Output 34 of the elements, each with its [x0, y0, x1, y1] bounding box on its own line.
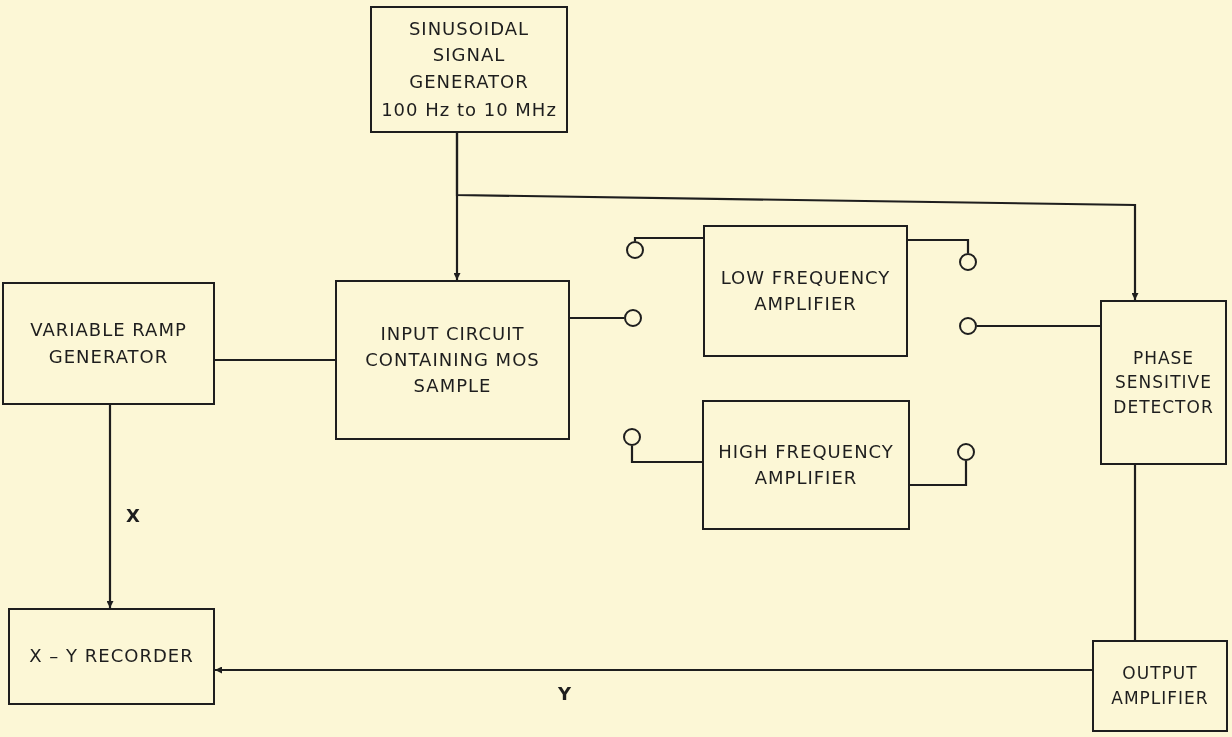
frequency-range: 100 Hz to 10 MHz [381, 97, 557, 122]
block-title: VARIABLE RAMP GENERATOR [29, 318, 188, 369]
connector-line [1133, 465, 1137, 640]
arrow [455, 133, 1139, 300]
connector-line [630, 446, 702, 464]
switch-terminal [957, 443, 975, 461]
block-title: INPUT CIRCUIT CONTAINING MOS SAMPLE [364, 321, 541, 399]
ramp-generator-box [2, 282, 215, 405]
connector-line [908, 238, 970, 253]
amplifier-box [702, 400, 910, 530]
block-title: OUTPUT AMPLIFIER [1110, 662, 1210, 710]
switch-terminal [959, 317, 977, 335]
connector-line [570, 316, 624, 320]
arrow [106, 405, 114, 608]
arrow [215, 666, 1092, 674]
switch-terminal [623, 428, 641, 446]
switch-terminal [624, 309, 642, 327]
block-title: PHASE SENSITIVE DETECTOR [1112, 346, 1215, 419]
switch-terminal [626, 241, 644, 259]
detector-box [1100, 300, 1227, 465]
recorder-box [8, 608, 215, 705]
block-title: SINUSOIDAL SIGNAL GENERATOR [407, 17, 531, 94]
connector-line [977, 324, 1100, 328]
connector-line [910, 461, 968, 487]
amplifier-box [703, 225, 908, 357]
switch-terminal [959, 253, 977, 271]
connector-line [215, 358, 335, 362]
signal-generator-box [370, 6, 568, 133]
amplifier-box [1092, 640, 1228, 732]
block-title: X – Y RECORDER [29, 644, 194, 669]
input-circuit-box [335, 280, 570, 440]
block-title: LOW FREQUENCY AMPLIFIER [719, 265, 892, 316]
connector-line [633, 236, 703, 241]
block-title: HIGH FREQUENCY AMPLIFIER [717, 439, 895, 490]
